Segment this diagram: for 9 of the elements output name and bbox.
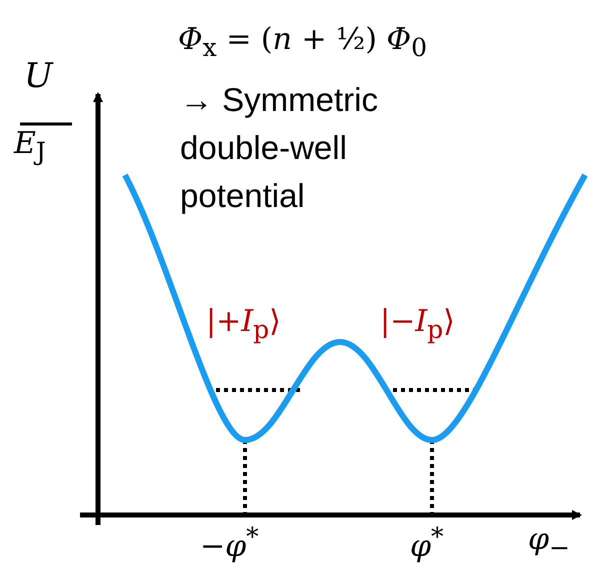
axis-label: U — [24, 56, 53, 97]
tick-label: φ$^{*}$ — [410, 522, 444, 565]
tick-label: −φ$^{*}$ — [200, 522, 259, 565]
state-label: |−I$_{p}$⟩ — [380, 304, 455, 345]
state-label: |+I$_{p}$⟩ — [206, 304, 281, 345]
axis-label: E$_{J}$ — [14, 126, 46, 167]
note-text: → Symmetric double-well potential — [180, 80, 379, 216]
axis-label: φ$_{−}$ — [528, 522, 570, 563]
equation: Φ$_{x}$ = (n + ½) Φ$_{0}$ — [178, 22, 428, 63]
